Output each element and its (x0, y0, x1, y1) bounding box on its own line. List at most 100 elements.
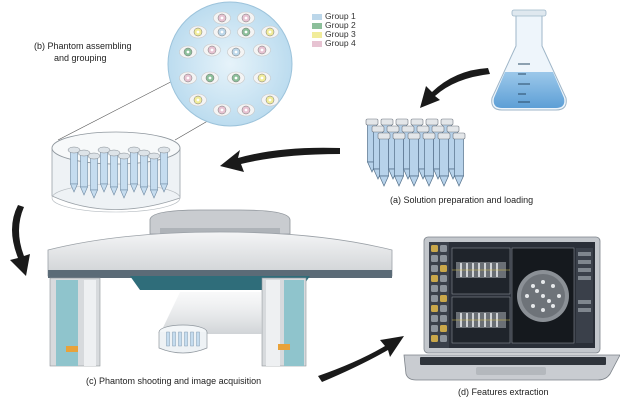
tube (452, 132, 466, 187)
tool-icon (440, 335, 447, 342)
tool-icon (431, 265, 438, 272)
phantom-container (51, 131, 181, 213)
tool-icon (431, 325, 438, 332)
tube (147, 152, 161, 199)
tube (67, 146, 81, 193)
vial (227, 71, 245, 85)
vial (237, 11, 255, 25)
tool-icon (440, 285, 447, 292)
vial (261, 25, 279, 39)
tube (137, 149, 151, 196)
legend-swatch (312, 13, 322, 20)
arrow-tubes-to-phantom (220, 147, 340, 172)
arrow-scanner-to-laptop (318, 336, 404, 382)
caption-d: (d) Features extraction (458, 387, 549, 397)
group-legend: Group 1 Group 2 Group 3 Group 4 (312, 12, 356, 48)
legend-swatch (312, 22, 322, 29)
tube (127, 146, 141, 193)
tube (117, 152, 131, 199)
tube (377, 132, 391, 187)
tube (166, 331, 170, 347)
axial-dot (535, 289, 539, 293)
tool-icon (431, 295, 438, 302)
tube (157, 146, 171, 193)
small-phantom-tubes (166, 331, 200, 347)
legend-label: Group 4 (325, 38, 356, 48)
vial (253, 43, 271, 57)
tube (77, 149, 91, 196)
container-tubes (67, 146, 171, 199)
axial-dot (551, 304, 555, 308)
flask (491, 9, 567, 111)
axial-dot (525, 294, 529, 298)
tool-icon (440, 255, 447, 262)
legend-label: Group 1 (325, 11, 356, 21)
tube (422, 132, 436, 187)
legend-label: Group 2 (325, 20, 356, 30)
caption-c: (c) Phantom shooting and image acquisiti… (86, 376, 262, 386)
tool-icon (431, 255, 438, 262)
tube (172, 331, 176, 347)
legend-item-group-1: Group 1 (312, 12, 356, 21)
vial (213, 11, 231, 25)
workflow-arrows (10, 68, 490, 382)
legend-item-group-4: Group 4 (312, 39, 356, 48)
caption-b-line2: and grouping (54, 53, 107, 63)
tool-icon (431, 245, 438, 252)
vial (261, 93, 279, 107)
caption-a: (a) Solution preparation and loading (390, 195, 534, 205)
axial-dot (541, 308, 545, 312)
legend-item-group-2: Group 2 (312, 21, 356, 30)
tool-icon (431, 305, 438, 312)
tube (184, 331, 188, 347)
tool-icon (440, 295, 447, 302)
vial (253, 71, 271, 85)
tube (97, 146, 111, 193)
legend-swatch (312, 31, 322, 38)
axial-dot (541, 280, 545, 284)
tube (407, 132, 421, 187)
vial (237, 25, 255, 39)
vial-grid (179, 11, 279, 117)
vial (179, 71, 197, 85)
tool-icon (431, 285, 438, 292)
legend-swatch (312, 40, 322, 47)
tube (190, 331, 194, 347)
vial (213, 25, 231, 39)
arrow-phantom-to-scanner (10, 205, 30, 276)
axial-dot (547, 299, 551, 303)
axial-dot (541, 294, 545, 298)
zoom-line-left (57, 71, 191, 141)
tube (178, 331, 182, 347)
vial (189, 93, 207, 107)
tube (196, 331, 200, 347)
caption-b-line1: (b) Phantom assembling (34, 41, 132, 51)
tool-icon (440, 315, 447, 322)
axial-dot (551, 284, 555, 288)
axial-dot (557, 294, 561, 298)
vial (189, 25, 207, 39)
tool-icon (440, 245, 447, 252)
legend-item-group-3: Group 3 (312, 30, 356, 39)
tube (437, 132, 451, 187)
vial (227, 45, 245, 59)
tube (87, 152, 101, 199)
tube-rack (365, 118, 466, 187)
tube (107, 149, 121, 196)
axial-dot (531, 304, 535, 308)
arrow-flask-to-tubes (420, 68, 490, 108)
tool-icon (431, 275, 438, 282)
ct-scanner (47, 209, 393, 367)
vial (203, 43, 221, 57)
tool-icon (440, 275, 447, 282)
axial-dots (525, 280, 561, 312)
axial-dot (531, 284, 535, 288)
tool-icon (440, 265, 447, 272)
tool-icon (431, 335, 438, 342)
phantom-layout-disc (57, 1, 293, 141)
vial (179, 45, 197, 59)
tool-icons (431, 245, 447, 342)
tool-icon (440, 305, 447, 312)
tube (392, 132, 406, 187)
vial (213, 103, 231, 117)
